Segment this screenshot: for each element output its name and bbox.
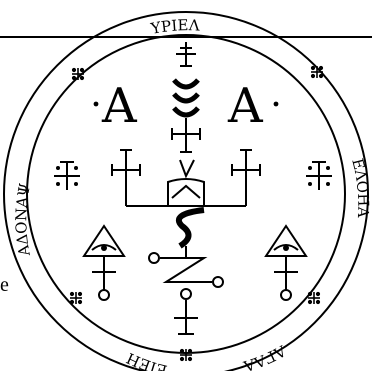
central-bar-glyph [126, 160, 246, 206]
zigzag-glyph [149, 246, 223, 287]
left-triangle-glyph [84, 226, 124, 300]
ring-cross-lower-left [70, 292, 82, 304]
left-cross-glyph [112, 150, 140, 206]
right-triangle-glyph [266, 226, 306, 300]
ring-cross-upper-right [311, 66, 323, 78]
top-cross-glyph [176, 42, 196, 66]
letter-a-left: A [101, 78, 138, 134]
inscription-bottom-right: ΑΓΛΑ [241, 341, 289, 371]
letter-a-right: A [227, 78, 264, 134]
inscription-right: ΕΛΟΗΑ [348, 157, 372, 219]
crescent-stack-glyph [174, 80, 198, 115]
serpent-glyph [179, 210, 204, 246]
ring-cross-lower-right [308, 292, 320, 304]
inscription-left: ΑΔΟΝΑΨ [12, 182, 34, 259]
lower-cross-glyph [174, 289, 198, 334]
central-cross-glyph [172, 118, 200, 152]
ring-cross-upper-left [72, 68, 84, 80]
ring-cross-bottom [180, 349, 192, 361]
right-cross-glyph [232, 150, 260, 206]
